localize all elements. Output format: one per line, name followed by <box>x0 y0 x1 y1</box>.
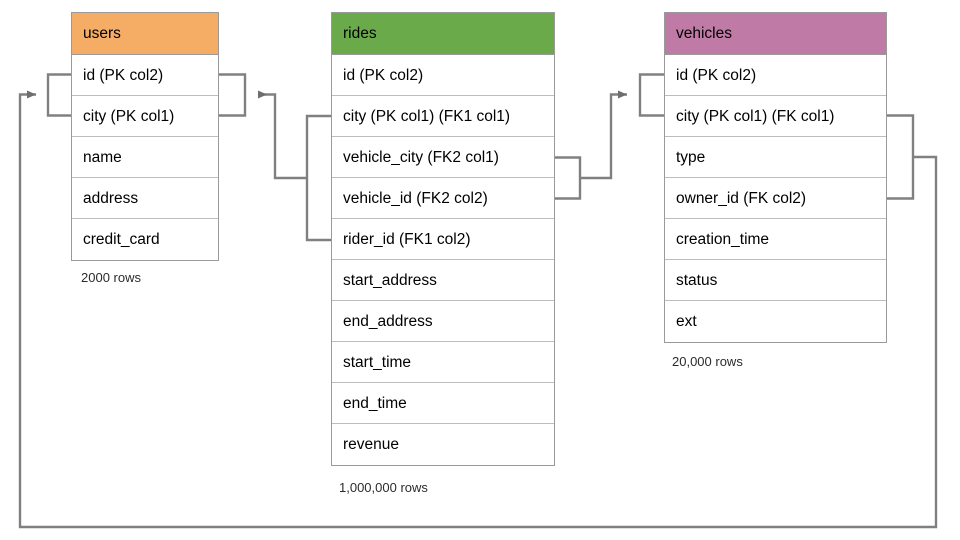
edge-vehicles-left-bracket <box>638 73 664 117</box>
edge-rides-left-bracket <box>305 114 331 242</box>
edge-users-left-bracket <box>46 73 71 117</box>
edge-users-right-bracket <box>219 73 247 117</box>
table-rides-column-vehicle-id[interactable]: vehicle_id (FK2 col2) <box>332 178 554 219</box>
table-rides-column-start-time[interactable]: start_time <box>332 342 554 383</box>
table-rides-column-start-address[interactable]: start_address <box>332 260 554 301</box>
table-users-column-id[interactable]: id (PK col2) <box>72 55 218 96</box>
table-vehicles-column-city[interactable]: city (PK col1) (FK col1) <box>665 96 886 137</box>
table-vehicles[interactable]: vehicles id (PK col2) city (PK col1) (FK… <box>664 12 887 343</box>
table-users-title: users <box>72 13 218 55</box>
table-users-row-count: 2000 rows <box>81 270 141 285</box>
edge-rides-to-vehicles <box>580 90 627 180</box>
table-vehicles-column-creation-time[interactable]: creation_time <box>665 219 886 260</box>
edge-rides-right-bracket <box>555 156 582 200</box>
table-users-column-name[interactable]: name <box>72 137 218 178</box>
table-vehicles-column-status[interactable]: status <box>665 260 886 301</box>
table-rides-row-count: 1,000,000 rows <box>339 480 428 495</box>
edge-vehicles-right-bracket <box>887 114 915 200</box>
table-rides-column-end-time[interactable]: end_time <box>332 383 554 424</box>
table-rides-title: rides <box>332 13 554 55</box>
table-rides-column-id[interactable]: id (PK col2) <box>332 55 554 96</box>
table-vehicles-column-id[interactable]: id (PK col2) <box>665 55 886 96</box>
table-rides[interactable]: rides id (PK col2) city (PK col1) (FK1 c… <box>331 12 555 466</box>
table-users-column-address[interactable]: address <box>72 178 218 219</box>
edge-rides-to-users <box>258 90 307 180</box>
table-vehicles-column-ext[interactable]: ext <box>665 301 886 342</box>
table-rides-column-revenue[interactable]: revenue <box>332 424 554 465</box>
table-users[interactable]: users id (PK col2) city (PK col1) name a… <box>71 12 219 261</box>
table-rides-column-city[interactable]: city (PK col1) (FK1 col1) <box>332 96 554 137</box>
table-rides-column-end-address[interactable]: end_address <box>332 301 554 342</box>
table-users-column-credit-card[interactable]: credit_card <box>72 219 218 260</box>
table-vehicles-row-count: 20,000 rows <box>672 354 743 369</box>
table-vehicles-title: vehicles <box>665 13 886 55</box>
table-users-column-city[interactable]: city (PK col1) <box>72 96 218 137</box>
table-vehicles-column-type[interactable]: type <box>665 137 886 178</box>
table-rides-column-rider-id[interactable]: rider_id (FK1 col2) <box>332 219 554 260</box>
table-rides-column-vehicle-city[interactable]: vehicle_city (FK2 col1) <box>332 137 554 178</box>
table-vehicles-column-owner-id[interactable]: owner_id (FK col2) <box>665 178 886 219</box>
